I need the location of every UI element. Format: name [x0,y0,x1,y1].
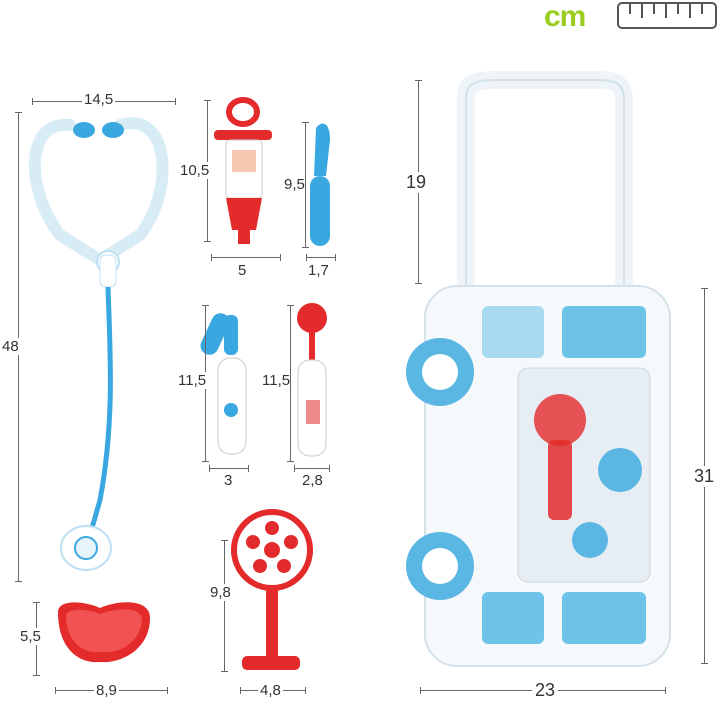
case-width-label: 23 [532,680,559,701]
mirror-height-label: 11,5 [262,372,291,389]
scalpel-width-label: 1,7 [308,262,329,279]
tray-width-label: 8,9 [94,682,119,699]
stethoscope-image [29,117,169,571]
unit-label: cm [544,0,586,33]
case-handle-height-label: 19 [406,172,427,193]
kidney-tray-image [58,602,150,663]
scalpel-height-label: 9,5 [284,176,305,193]
trolley-case-image [406,71,671,667]
syringe-image [214,97,272,244]
scalpel-image [310,123,330,246]
reflex-hammer-width-label: 3 [224,472,233,489]
lamp-width-label: 4,8 [258,682,283,699]
reflex-hammer-image [200,313,247,455]
examination-lamp-image [231,509,313,670]
dental-mirror-image [297,303,327,457]
stethoscope-height-label: 48 [2,338,19,355]
lamp-height-label: 9,8 [210,584,231,601]
syringe-height-label: 10,5 [180,162,210,179]
reflex-hammer-height-label: 11,5 [178,372,207,389]
case-height-label: 31 [694,466,715,487]
tray-height-label: 5,5 [20,628,41,645]
mirror-width-label: 2,8 [302,472,323,489]
syringe-width-label: 5 [238,262,247,279]
stethoscope-width-label: 14,5 [82,91,116,108]
